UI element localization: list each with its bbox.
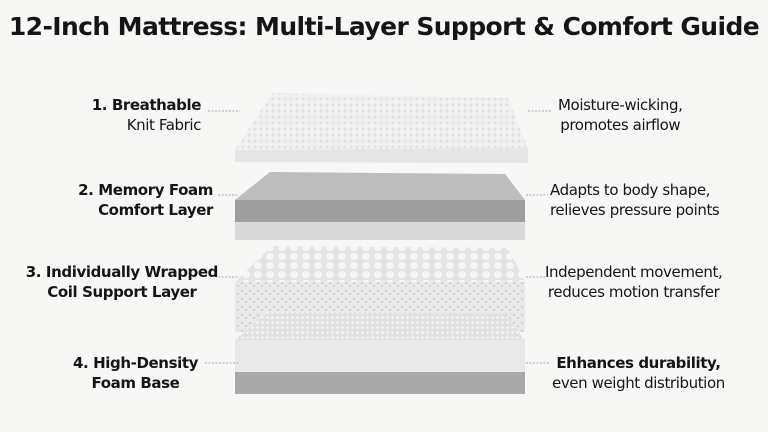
layer-3-desc-line1: Independent movement, (545, 263, 723, 281)
layer-3-name-line2: Coil Support Layer (47, 283, 197, 301)
layer-2-description: Adapts to body shape, relieves pressure … (550, 180, 720, 220)
layer-2-name-line1: 2. Memory Foam (78, 181, 213, 199)
layer-4-description: Ehhances durability, even weight distrib… (552, 353, 725, 393)
layer-1-knit-fabric (235, 93, 528, 163)
layer-3-name: 3. Individually Wrapped Coil Support Lay… (25, 262, 219, 302)
layer-1-name-line1: 1. Breathable (91, 96, 202, 114)
layer-4-foam-base (235, 312, 525, 394)
layer-2-desc-line2: relieves pressure points (550, 201, 720, 219)
layer-3-name-line1: 3. Individually Wrapped (25, 263, 219, 281)
layer-1-description: Moisture-wicking, promotes airflow (558, 95, 683, 135)
layer-1-desc-line2: promotes airflow (560, 116, 681, 134)
layer-2-memory-foam (235, 172, 525, 240)
layer-1-name: 1. Breathable Knit Fabric (91, 95, 202, 135)
layer-4-name-line2: Foam Base (91, 374, 180, 392)
layer-1-desc-line1: Moisture-wicking, (558, 96, 683, 114)
layer-3-description: Independent movement, reduces motion tra… (545, 262, 723, 302)
layer-2-desc-line1: Adapts to body shape, (550, 181, 711, 199)
layer-4-desc-line1: Ehhances durability, (556, 354, 721, 372)
layer-2-name: 2. Memory Foam Comfort Layer (78, 180, 213, 220)
layer-3-desc-line2: reduces motion transfer (547, 283, 720, 301)
layer-4-name-line1: 4. High-Density (72, 354, 198, 372)
layer-1-name-line2: Knit Fabric (126, 116, 202, 134)
diagram-title: 12-Inch Mattress: Multi-Layer Support & … (8, 12, 760, 41)
layer-4-name: 4. High-Density Foam Base (73, 353, 198, 393)
layer-4-desc-line2: even weight distribution (552, 374, 725, 392)
layer-2-name-line2: Comfort Layer (98, 201, 213, 219)
